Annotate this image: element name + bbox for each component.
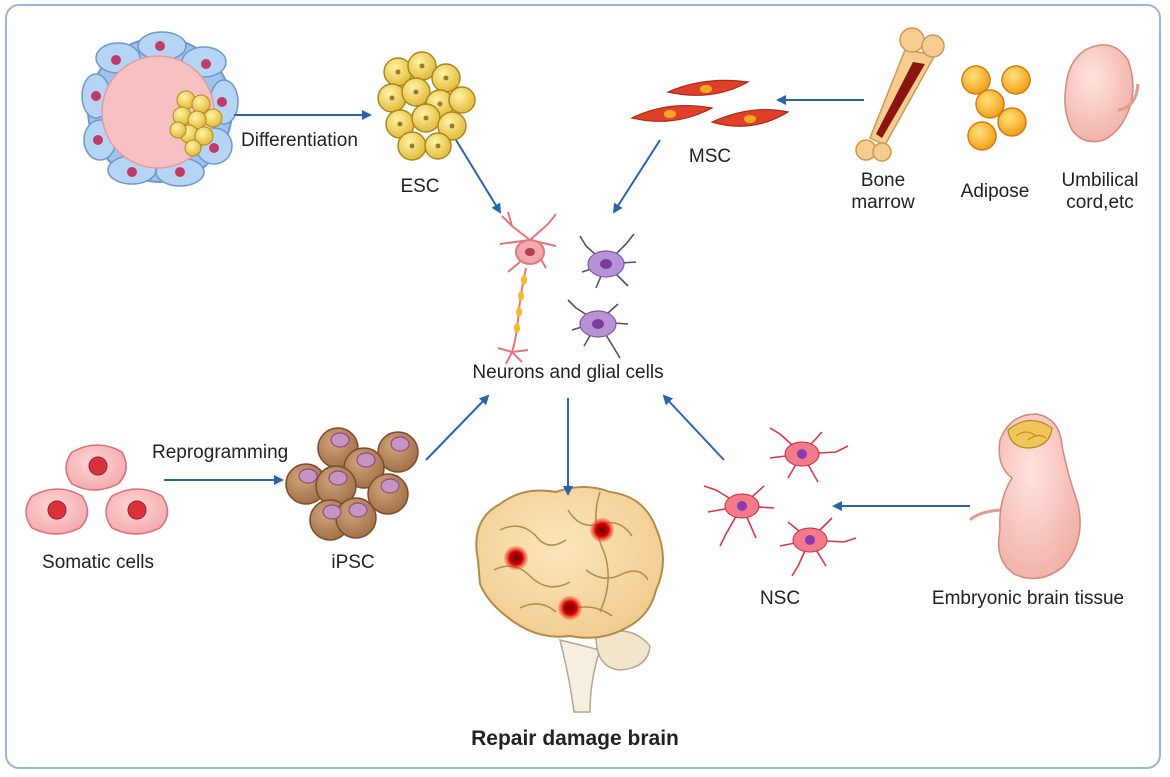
label-bone-marrow: Bone marrow <box>851 170 915 213</box>
label-differentiation: Differentiation <box>241 130 358 151</box>
label-nsc: NSC <box>759 588 801 609</box>
arrow-nsc-to-neurons <box>662 394 725 461</box>
label-neurons-glial: Neurons and glial cells <box>472 362 664 383</box>
label-embryonic: Embryonic brain tissue <box>931 588 1125 609</box>
esc-cluster-icon <box>377 51 476 161</box>
label-esc: ESC <box>400 176 440 197</box>
arrow-esc-to-neurons <box>455 139 502 214</box>
brain-icon <box>475 486 664 713</box>
adipose-cells-icon <box>961 65 1031 151</box>
label-msc: MSC <box>688 146 732 167</box>
arrow-msc-to-neurons <box>612 139 661 214</box>
label-somatic: Somatic cells <box>42 552 154 573</box>
arrows <box>164 95 970 511</box>
fetus-icon <box>1064 44 1140 143</box>
arrow-ipsc-to-neurons <box>425 394 490 461</box>
somatic-cells-icon <box>25 444 169 535</box>
neuron-icon <box>497 211 557 365</box>
label-reprogramming: Reprogramming <box>152 442 289 463</box>
label-ipsc: iPSC <box>331 552 375 573</box>
nsc-cells-icon <box>703 427 857 577</box>
msc-cells-icon <box>630 79 790 127</box>
label-umbilical: Umbilical cord,etc <box>1061 170 1139 213</box>
bone-icon <box>855 27 945 162</box>
glial-cell-icon <box>567 233 637 359</box>
title-repair: Repair damage brain <box>471 727 679 750</box>
embryo-brain-icon <box>968 413 1081 580</box>
label-adipose: Adipose <box>960 181 1030 202</box>
blastocyst-icon <box>81 31 239 187</box>
